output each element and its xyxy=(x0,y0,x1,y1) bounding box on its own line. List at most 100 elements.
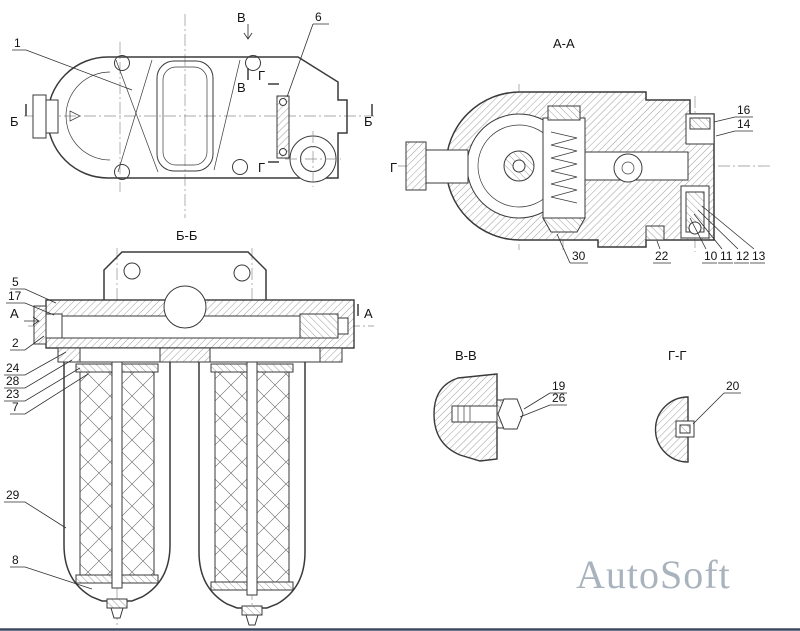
mount-bracket xyxy=(103,251,267,300)
head-left-bore xyxy=(45,313,63,339)
head-center-bore xyxy=(163,285,207,329)
section-aa: А-А Г 16 14 30 22 10 xyxy=(390,36,770,264)
callout-30: 30 xyxy=(572,249,586,263)
leader-26 xyxy=(519,404,567,418)
vv-bolt-shaft xyxy=(451,405,501,423)
bolt-hole xyxy=(245,55,261,71)
leader-20 xyxy=(692,392,741,425)
bolt-hole xyxy=(232,159,248,175)
inlet-neck xyxy=(45,99,59,134)
inlet-flange-section xyxy=(405,141,427,191)
section-gg-title: Г-Г xyxy=(668,348,686,363)
transfer-hole xyxy=(621,161,635,175)
callout-20: 20 xyxy=(726,379,740,393)
flow-arrow xyxy=(69,110,81,122)
callout-23: 23 xyxy=(6,387,20,401)
head-right-plug-end xyxy=(337,317,349,335)
callout-8: 8 xyxy=(12,553,19,567)
left-bowl-cap xyxy=(106,598,128,609)
marker-g-top: Г xyxy=(258,68,265,83)
valve-cap xyxy=(547,105,581,121)
leader-5 xyxy=(10,288,57,304)
callout-12: 12 xyxy=(736,249,750,263)
section-gg: Г-Г 20 xyxy=(654,348,741,463)
center-slot-inner xyxy=(162,66,208,166)
valve-seat xyxy=(542,217,586,233)
leader-14 xyxy=(715,130,753,137)
callout-2: 2 xyxy=(12,336,19,350)
marker-b-left: Б xyxy=(10,114,19,129)
left-drain-plug xyxy=(110,607,124,619)
leader-29 xyxy=(4,501,67,529)
bolt-hole xyxy=(114,164,130,180)
left-center-rod xyxy=(111,361,123,589)
right-center-rod xyxy=(246,361,258,596)
rib-line xyxy=(115,59,159,173)
section-vv: В-В 19 26 xyxy=(433,348,567,462)
head-bottom-hatch xyxy=(319,347,343,363)
callout-28: 28 xyxy=(6,374,20,388)
leader-12 xyxy=(697,209,749,264)
callout-5: 5 xyxy=(12,275,19,289)
housing-inner-arc xyxy=(65,71,111,161)
head-right-plug xyxy=(299,313,339,339)
leader-24 xyxy=(4,351,67,376)
callout-6: 6 xyxy=(315,10,322,24)
marker-v-top: В xyxy=(237,10,246,25)
head-bottom-hatch xyxy=(159,347,211,363)
leader-10 xyxy=(689,217,717,264)
leader-2 xyxy=(10,335,45,351)
callout-26: 26 xyxy=(552,391,566,405)
callout-22: 22 xyxy=(655,249,669,263)
inlet-bore xyxy=(425,149,469,184)
right-bowl-cap xyxy=(241,605,263,616)
leader-22 xyxy=(653,240,671,264)
gg-body xyxy=(654,396,689,463)
leader-8 xyxy=(10,566,93,590)
bracket-hole xyxy=(233,264,251,282)
callout-1: 1 xyxy=(14,36,21,50)
gg-screw xyxy=(679,424,691,434)
head-left-flange xyxy=(33,305,47,345)
bracket-hole xyxy=(123,262,141,280)
leader-16 xyxy=(713,116,753,123)
transfer-bore xyxy=(613,153,643,183)
marker-a-right: А xyxy=(364,306,373,321)
right-drain-plug xyxy=(245,614,259,626)
center-slot-outer xyxy=(156,60,214,172)
leader-6 xyxy=(286,23,329,98)
view-arrow xyxy=(243,24,253,40)
valve-bore xyxy=(542,117,586,219)
item6-screw xyxy=(279,148,287,156)
center-shaft-bore xyxy=(512,159,526,173)
top-view: Б Б В В Г Г 1 6 xyxy=(10,10,374,218)
callout-14: 14 xyxy=(737,117,751,131)
leader-28 xyxy=(4,359,73,389)
leader-7 xyxy=(10,373,89,415)
callout-24: 24 xyxy=(6,361,20,375)
bolt-hole xyxy=(114,55,130,71)
item22-plug xyxy=(645,225,665,241)
vv-bolt-head xyxy=(497,398,524,430)
callout-16: 16 xyxy=(737,103,751,117)
leader-11 xyxy=(693,213,733,264)
leader-30 xyxy=(556,233,588,264)
marker-v-bottom: В xyxy=(237,80,246,95)
leader-17 xyxy=(6,302,55,316)
view-arrow xyxy=(24,316,40,326)
rib-line xyxy=(117,59,153,173)
section-aa-title: А-А xyxy=(553,36,575,51)
section-vv-title: В-В xyxy=(455,348,477,363)
leader-13 xyxy=(701,205,765,264)
marker-g: Г xyxy=(390,160,397,175)
item6-screw xyxy=(279,98,287,106)
rib-line xyxy=(213,59,241,171)
valve-spring xyxy=(550,131,578,204)
callout-7: 7 xyxy=(12,400,19,414)
item6-bar xyxy=(276,95,290,159)
callout-10: 10 xyxy=(704,249,718,263)
section-bb: Б-Б А А 5 xyxy=(4,228,374,628)
watermark: AutoSoft xyxy=(576,552,731,597)
